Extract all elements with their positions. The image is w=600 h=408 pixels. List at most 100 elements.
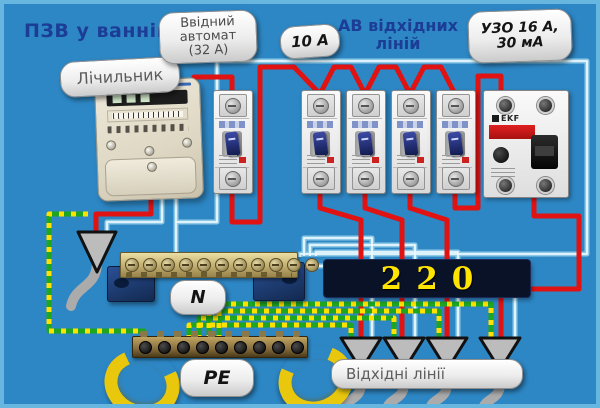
breaker-top-terminal	[352, 94, 380, 117]
outgoing-arrow-icon-1	[339, 336, 383, 372]
lcd-digit-cell	[140, 93, 150, 103]
rcd-label-line2: 30 мА	[496, 34, 544, 52]
bus-screw-icon	[197, 258, 211, 272]
bus-screw-icon	[287, 258, 301, 272]
breaker-rating-sticker	[327, 157, 334, 163]
breaker-rating-sticker	[239, 157, 246, 163]
outgoing-arrow-icon-2	[382, 336, 426, 372]
breaker-toggle	[312, 131, 329, 157]
lcd-digit-cell	[112, 94, 122, 104]
rcd-label: УЗО 16 А, 30 мА	[467, 8, 573, 64]
voltage-value: 220	[380, 260, 488, 297]
pe-bus-bar	[132, 336, 308, 358]
breaker-bottom-terminal	[219, 167, 247, 190]
bus-screw-icon	[196, 340, 209, 354]
terminal-screw-icon	[313, 98, 329, 114]
breaker-face	[303, 118, 337, 168]
branch-breaker-4	[436, 90, 476, 194]
bus-screw-icon	[215, 340, 228, 354]
breaker-bottom-terminal	[352, 167, 380, 190]
neutral-bus-lower-screws	[126, 272, 292, 278]
page-title: ПЗВ у ванній	[24, 20, 171, 42]
breaker-bottom-terminal	[442, 167, 470, 190]
outgoing-arrow-icon-4	[478, 336, 522, 372]
breaker-rating-sticker	[417, 157, 424, 163]
terminal-screw-icon	[358, 171, 374, 187]
main-breaker-label-line3: (32 А)	[188, 42, 229, 59]
screw-icon	[146, 161, 158, 173]
bus-screw-icon	[125, 258, 139, 272]
screw-icon	[106, 140, 117, 151]
breaker-markings	[397, 155, 415, 164]
breaker-top-terminal	[307, 94, 335, 117]
rcd-test-button	[493, 147, 509, 163]
terminal-screw-icon	[537, 177, 554, 194]
branch-group-label-line1: АВ відхідних	[338, 16, 458, 35]
screw-icon	[144, 145, 155, 157]
branch-rating-label: 10 А	[278, 22, 342, 61]
terminal-screw-icon	[403, 98, 419, 114]
bus-screw-icon	[143, 258, 157, 272]
breaker-rating-sticker	[462, 157, 469, 163]
breaker-top-terminal	[397, 94, 425, 117]
breaker-toggle	[447, 131, 464, 157]
bus-screw-icon	[291, 340, 304, 354]
bus-screw-icon	[215, 258, 229, 272]
breaker-markings	[219, 155, 237, 164]
breaker-toggle	[224, 131, 241, 157]
rcd-device: EKF	[483, 90, 569, 198]
neutral-bus-label: N	[170, 280, 226, 315]
bus-screw-icon	[179, 258, 193, 272]
branch-breaker-2	[346, 90, 386, 194]
branch-group-label-line2: ліній	[375, 34, 421, 54]
meter-label: Лічильник	[59, 55, 181, 99]
breaker-brand-stripe	[352, 121, 378, 128]
breaker-top-terminal	[219, 94, 247, 117]
bus-screw-icon	[305, 258, 319, 272]
bus-screw-icon	[269, 258, 283, 272]
screw-icon	[181, 137, 193, 148]
meter-label-text: Лічильник	[76, 65, 164, 89]
terminal-screw-icon	[497, 97, 514, 114]
outgoing-arrow-icon-3	[425, 336, 469, 372]
neutral-bus-label-text: N	[190, 286, 206, 308]
meter-code-row	[107, 123, 189, 134]
lcd-digit-cell	[126, 94, 136, 103]
rcd-markings	[491, 168, 515, 178]
neutral-bus-bar	[120, 252, 319, 278]
bus-screw-icon	[158, 340, 171, 354]
breaker-markings	[307, 155, 325, 164]
rcd-red-band	[489, 125, 535, 139]
bus-screw-icon	[161, 258, 175, 272]
branch-breaker-1	[301, 90, 341, 194]
terminal-screw-icon	[313, 171, 329, 187]
breaker-brand-stripe	[219, 121, 245, 128]
branch-rating-text: 10 А	[290, 31, 330, 52]
terminal-screw-icon	[403, 171, 419, 187]
flow-arrows	[76, 230, 522, 372]
breaker-toggle	[357, 131, 374, 157]
terminal-screw-icon	[358, 98, 374, 114]
breaker-markings	[442, 155, 460, 164]
breaker-face	[393, 118, 427, 168]
rcd-brand-label: EKF	[492, 114, 520, 123]
breaker-toggle	[402, 131, 419, 157]
bus-screw-icon	[139, 340, 152, 354]
branch-breaker-3	[391, 90, 431, 194]
bus-screw-icon	[253, 340, 266, 354]
breaker-face	[438, 118, 472, 168]
bus-screw-icon	[272, 340, 285, 354]
terminal-screw-icon	[497, 177, 514, 194]
main-breaker-label: Ввідний автомат (32 А)	[158, 9, 258, 65]
rcd-toggle	[531, 135, 558, 169]
breaker-top-terminal	[442, 94, 470, 117]
pe-bus-upper-screws	[140, 331, 300, 337]
meter-barcode-label	[106, 107, 189, 123]
terminal-screw-icon	[448, 98, 464, 114]
main-breaker-device	[213, 90, 253, 194]
terminal-screw-icon	[225, 171, 241, 187]
electric-meter-device	[93, 77, 205, 202]
supply-arrow-icon	[76, 230, 118, 274]
bus-screw-icon	[177, 340, 190, 354]
